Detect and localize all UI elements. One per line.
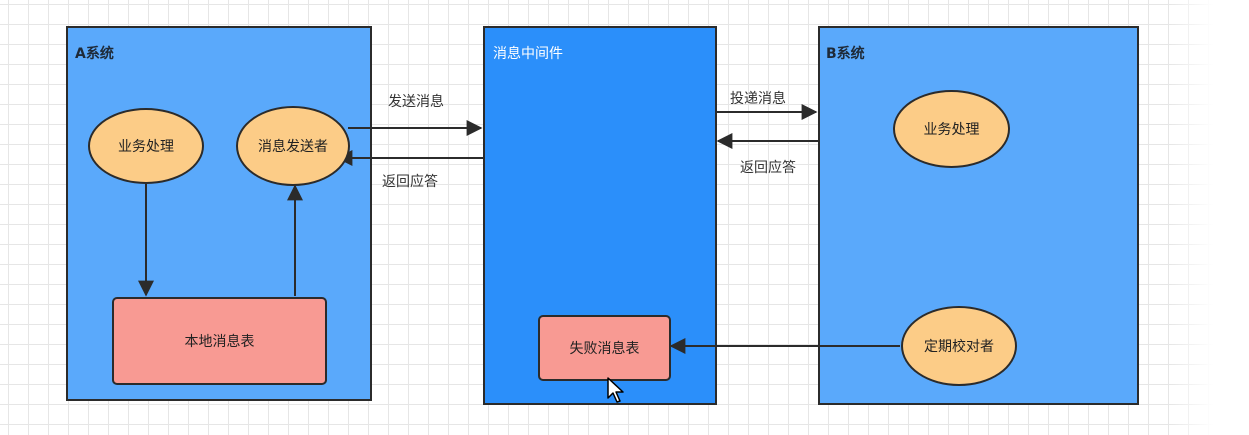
canvas-edge-fade xyxy=(1170,0,1249,435)
label-return-ack-a: 返回应答 xyxy=(382,174,438,190)
mouse-cursor-icon xyxy=(607,377,624,403)
failed-message-table-node[interactable]: 失败消息表 xyxy=(538,315,671,381)
system-b-title: B系统 xyxy=(826,46,865,62)
b-business-process-node[interactable]: 业务处理 xyxy=(893,90,1010,168)
periodic-checker-node[interactable]: 定期校对者 xyxy=(901,306,1017,386)
label-send-message: 发送消息 xyxy=(388,94,444,110)
a-business-process-node[interactable]: 业务处理 xyxy=(88,108,204,184)
label-deliver-message: 投递消息 xyxy=(730,91,786,107)
label-return-ack-b: 返回应答 xyxy=(740,160,796,176)
message-sender-node[interactable]: 消息发送者 xyxy=(236,106,350,186)
middleware-title: 消息中间件 xyxy=(493,46,563,62)
local-message-table-node[interactable]: 本地消息表 xyxy=(112,297,327,385)
system-a-title: A系统 xyxy=(75,46,114,62)
